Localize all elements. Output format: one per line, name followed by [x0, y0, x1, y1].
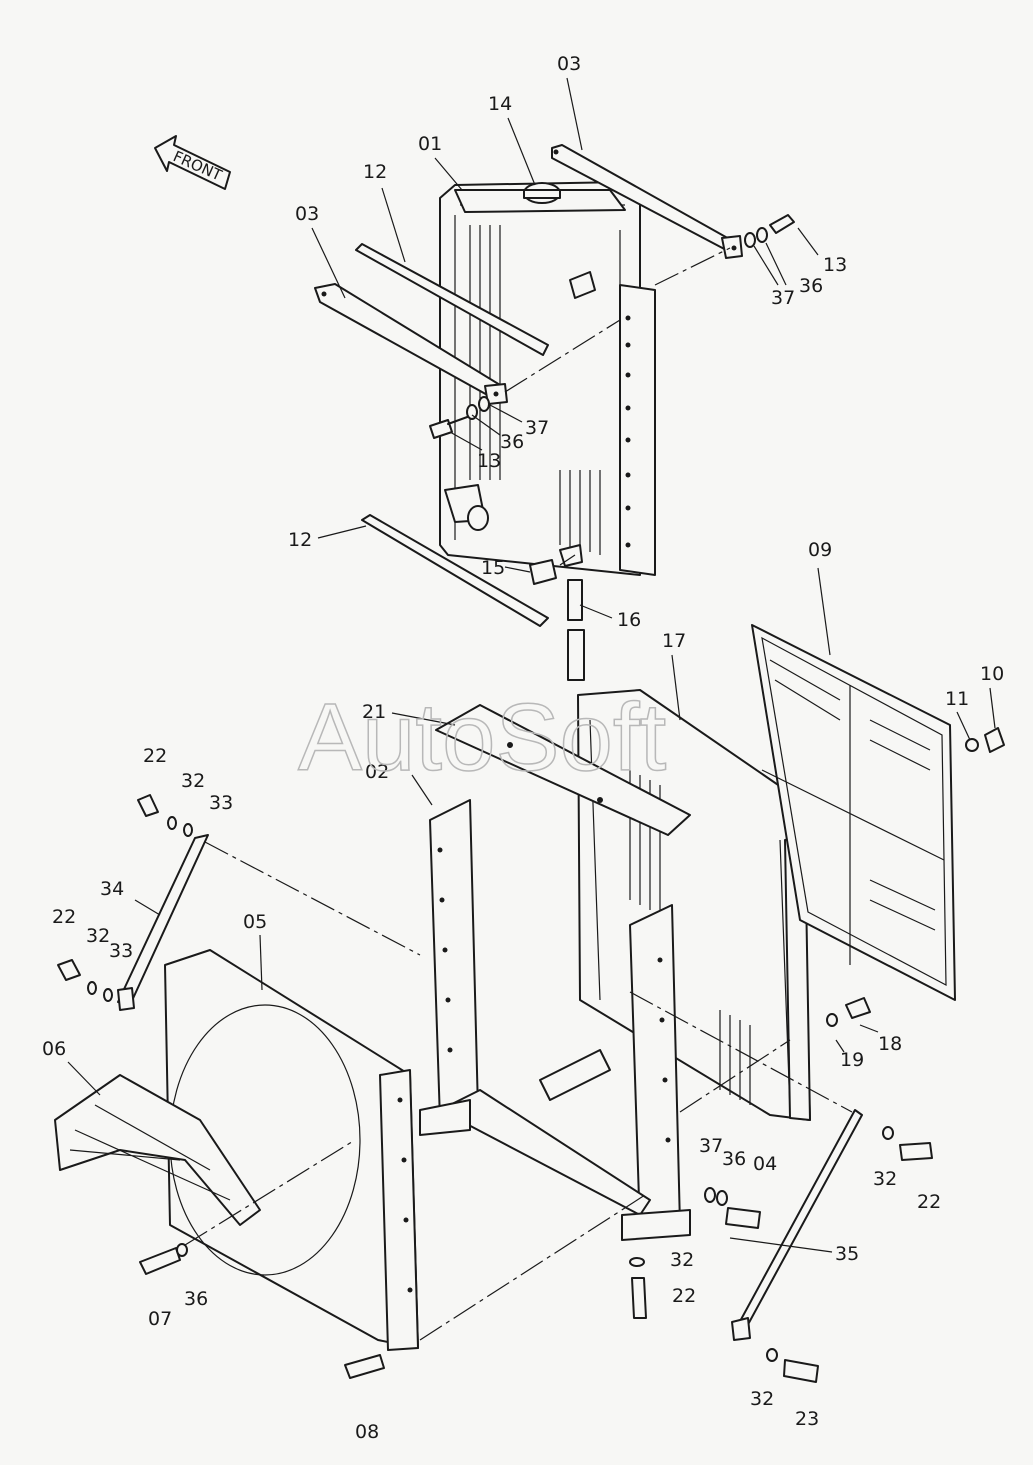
callout-02: 02	[365, 761, 389, 783]
stay-upper-left	[314, 283, 508, 405]
callout-13-left: 13	[477, 450, 501, 472]
callout-04: 04	[753, 1153, 777, 1175]
callout-34: 34	[100, 878, 124, 900]
front-arrow: FRONT	[154, 135, 231, 190]
callout-15: 15	[481, 557, 505, 579]
callout-01: 01	[418, 133, 442, 155]
watermark: AutoSoft	[298, 684, 666, 791]
callout-36-low: 36	[722, 1148, 746, 1170]
callout-36-right: 36	[799, 275, 823, 297]
callout-10: 10	[980, 663, 1004, 685]
fan-guard	[54, 1074, 261, 1226]
bracket-plate	[435, 704, 691, 836]
callout-37-low: 37	[699, 1135, 723, 1157]
leader-lines	[67, 77, 996, 1253]
hose	[567, 579, 585, 681]
stay-upper-right	[551, 144, 743, 259]
callout-37-left: 37	[525, 417, 549, 439]
mesh-screen	[751, 624, 1005, 1001]
callout-labels: 01 02 03 03 04 05 06 07 08 09 10 11 12 1…	[42, 53, 1004, 1443]
callout-09: 09	[808, 539, 832, 561]
bolt-04	[725, 1207, 761, 1229]
callout-32-left: 32	[86, 925, 110, 947]
callout-22-left: 22	[52, 906, 76, 928]
callout-13-right: 13	[823, 254, 847, 276]
front-arrow-text: FRONT	[170, 147, 225, 185]
callout-36-left: 36	[500, 431, 524, 453]
bolt-22-top	[137, 794, 159, 817]
callout-32-low: 32	[750, 1388, 774, 1410]
drain-cock	[529, 559, 557, 585]
callout-19: 19	[840, 1049, 864, 1071]
seal-strip-lower	[361, 514, 549, 627]
bolt-07	[139, 1247, 181, 1275]
seal-strip-upper	[355, 243, 549, 356]
callout-07: 07	[148, 1308, 172, 1330]
callout-22-bottom: 22	[672, 1285, 696, 1307]
callout-17: 17	[662, 630, 686, 652]
bolt-22-left	[57, 959, 81, 981]
callout-05: 05	[243, 911, 267, 933]
callout-33-top: 33	[209, 792, 233, 814]
bolt-08	[344, 1354, 385, 1379]
callout-33-left: 33	[109, 940, 133, 962]
callout-32-right: 32	[873, 1168, 897, 1190]
callout-16: 16	[617, 609, 641, 631]
callout-22-top: 22	[143, 745, 167, 767]
bolt-18	[845, 997, 871, 1019]
callout-37-right: 37	[771, 287, 795, 309]
radiator-cap	[523, 182, 561, 204]
callout-23: 23	[795, 1408, 819, 1430]
bolt-22-right	[899, 1142, 933, 1161]
callout-06: 06	[42, 1038, 66, 1060]
callout-03-upper: 03	[557, 53, 581, 75]
fan-shroud	[164, 949, 419, 1351]
bolt-13-right	[744, 214, 795, 248]
callout-21: 21	[362, 701, 386, 723]
callout-03-left: 03	[295, 203, 319, 225]
callout-35: 35	[835, 1243, 859, 1265]
support-frame	[419, 799, 691, 1241]
stay-34	[117, 834, 209, 1011]
callout-32-top: 32	[181, 770, 205, 792]
callout-36-bottom: 36	[184, 1288, 208, 1310]
callout-22-right: 22	[917, 1191, 941, 1213]
callout-12-upper: 12	[363, 161, 387, 183]
callout-32-bottom: 32	[670, 1249, 694, 1271]
callout-14: 14	[488, 93, 512, 115]
bolt-23	[783, 1359, 819, 1383]
bolt-13-left	[429, 396, 490, 439]
callout-11: 11	[945, 688, 969, 710]
callout-12-lower: 12	[288, 529, 312, 551]
callout-18: 18	[878, 1033, 902, 1055]
stay-35	[731, 1109, 863, 1341]
callout-08: 08	[355, 1421, 379, 1443]
bolt-22-bottom	[631, 1277, 647, 1319]
